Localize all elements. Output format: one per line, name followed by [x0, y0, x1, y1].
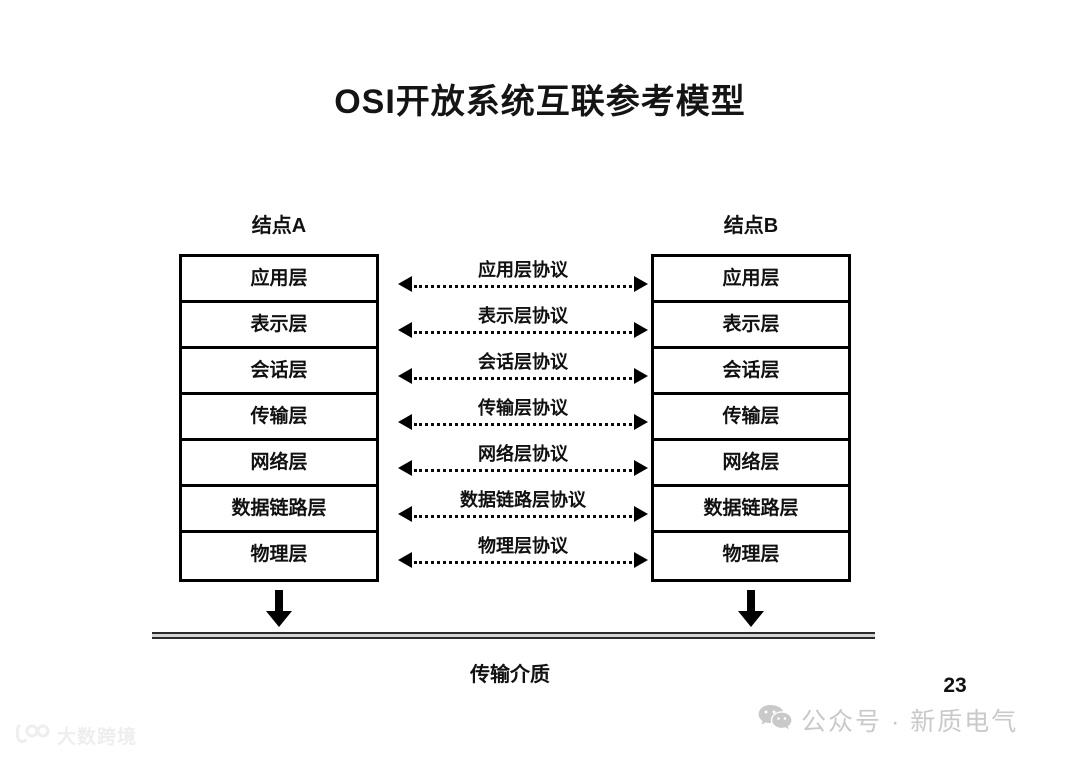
layer-cell[interactable]: 物理层 [722, 544, 780, 565]
protocol-connectors: 应用层协议 表示层协议 会话层协议 传输层协议 网络层协议 [398, 254, 648, 578]
protocol-dotted-line [414, 515, 632, 518]
wechat-watermark: 公众号 · 新质电气 [758, 702, 1018, 738]
node-b-caption: 结点B [723, 215, 779, 237]
protocol-row: 网络层协议 [398, 438, 648, 484]
layer-cell[interactable]: 物理层 [250, 544, 308, 565]
brand-watermark-text: 大数跨境 [57, 727, 138, 748]
arrow-left-icon [398, 276, 412, 292]
layer-cell[interactable]: 传输层 [182, 395, 376, 441]
layer-cell[interactable]: 应用层 [182, 257, 376, 303]
arrow-left-icon [398, 460, 412, 476]
layer-cell[interactable]: 会话层 [654, 349, 848, 395]
protocol-dotted-line [414, 331, 632, 334]
layer-stack-node-a: 应用层 表示层 会话层 传输层 网络层 数据链路层 物理层 [179, 254, 379, 582]
page-title: OSI开放系统互联参考模型 [334, 83, 746, 121]
arrow-right-icon [634, 552, 648, 568]
arrow-right-icon [634, 276, 648, 292]
layer-cell[interactable]: 表示层 [654, 303, 848, 349]
protocol-label: 传输层协议 [478, 398, 568, 418]
transmission-medium-bar [152, 632, 875, 639]
protocol-row: 应用层协议 [398, 254, 648, 300]
arrow-left-icon [398, 368, 412, 384]
arrow-left-icon [398, 414, 412, 430]
layer-stack-node-b: 应用层 表示层 会话层 传输层 网络层 数据链路层 物理层 [651, 254, 851, 582]
protocol-dotted-line [414, 377, 632, 380]
protocol-dotted-line [414, 469, 632, 472]
layer-cell[interactable]: 表示层 [182, 303, 376, 349]
arrow-right-icon [634, 460, 648, 476]
node-a-caption: 结点A [251, 215, 307, 237]
layer-cell[interactable]: 网络层 [654, 441, 848, 487]
layer-cell[interactable]: 数据链路层 [654, 487, 848, 533]
arrow-down-icon [264, 590, 294, 630]
layer-cell[interactable]: 传输层 [654, 395, 848, 441]
page-number: 23 [943, 674, 967, 697]
arrow-head [266, 611, 292, 627]
protocol-row: 会话层协议 [398, 346, 648, 392]
protocol-label: 物理层协议 [478, 536, 568, 556]
arrow-shaft [275, 590, 283, 614]
arrow-right-icon [634, 368, 648, 384]
wechat-watermark-text: 公众号 · 新质电气 [801, 708, 1019, 736]
arrow-head [738, 611, 764, 627]
protocol-label: 网络层协议 [478, 444, 568, 464]
protocol-dotted-line [414, 423, 632, 426]
protocol-label: 应用层协议 [478, 260, 568, 280]
arrow-right-icon [634, 322, 648, 338]
protocol-dotted-line [414, 285, 632, 288]
protocol-row: 物理层协议 [398, 530, 648, 576]
arrow-down-icon [736, 590, 766, 630]
protocol-row: 传输层协议 [398, 392, 648, 438]
brand-logo-icon [15, 723, 50, 748]
arrow-right-icon [634, 506, 648, 522]
layer-cell[interactable]: 应用层 [654, 257, 848, 303]
layer-cell[interactable]: 会话层 [182, 349, 376, 395]
layer-cell[interactable]: 数据链路层 [182, 487, 376, 533]
layer-cell[interactable]: 网络层 [182, 441, 376, 487]
wechat-icon [758, 704, 792, 737]
arrow-left-icon [398, 322, 412, 338]
arrow-right-icon [634, 414, 648, 430]
transmission-medium-label: 传输介质 [470, 664, 550, 686]
protocol-label: 数据链路层协议 [460, 490, 586, 510]
arrow-shaft [747, 590, 755, 614]
arrow-left-icon [398, 506, 412, 522]
protocol-row: 表示层协议 [398, 300, 648, 346]
protocol-row: 数据链路层协议 [398, 484, 648, 530]
brand-watermark: 大数跨境 [15, 722, 138, 749]
protocol-dotted-line [414, 561, 632, 564]
arrow-left-icon [398, 552, 412, 568]
protocol-label: 会话层协议 [478, 352, 568, 372]
protocol-label: 表示层协议 [478, 306, 568, 326]
